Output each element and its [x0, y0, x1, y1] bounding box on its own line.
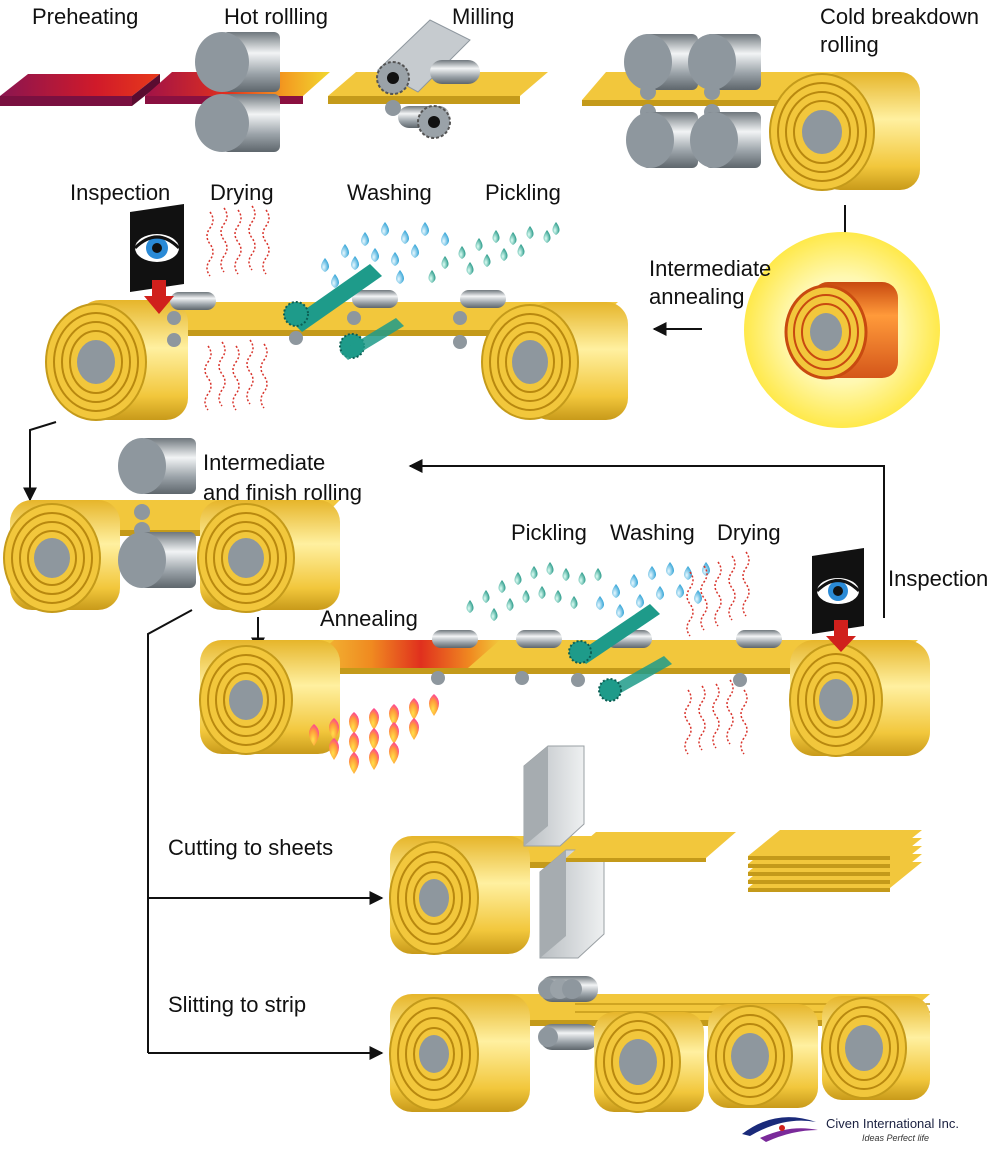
branch-line	[147, 609, 193, 1053]
washing-water-drops-top	[321, 222, 449, 288]
label-intermediate-annealing-line2: annealing	[649, 284, 745, 309]
washing-brush-bottom	[568, 604, 672, 702]
slitting-station	[389, 976, 930, 1113]
label-washing-bottom: Washing	[610, 520, 695, 545]
drying-heat-waves-top	[204, 205, 270, 411]
inspection-eye-icon-bottom	[812, 548, 864, 652]
finish-rolling-station	[3, 438, 340, 613]
company-tagline: Ideas Perfect life	[862, 1133, 930, 1143]
intermediate-annealing-furnace	[744, 232, 940, 428]
milling-station	[328, 19, 548, 139]
arrow-to-finish-rolling	[23, 421, 57, 502]
label-finish-rolling-line2: and finish rolling	[203, 480, 362, 505]
label-inspection-top: Inspection	[70, 180, 171, 205]
label-slitting-to-strip: Slitting to strip	[168, 992, 307, 1017]
pickling-acid-drops-top	[428, 222, 560, 283]
label-milling: Milling	[452, 4, 515, 29]
label-finish-rolling-line1: Intermediate	[203, 450, 326, 475]
milling-cutter-bottom	[417, 105, 451, 139]
hot-rolling-top-roll-end	[195, 32, 249, 92]
label-cold-breakdown-line2: rolling	[820, 32, 879, 57]
label-cutting-to-sheets: Cutting to sheets	[168, 835, 334, 860]
inspection-eye-icon-top	[130, 204, 184, 314]
drying-heat-waves-bottom	[684, 551, 750, 755]
cold-breakdown-rolling-station	[582, 34, 920, 191]
label-washing-top: Washing	[347, 180, 432, 205]
label-pickling-top: Pickling	[485, 180, 561, 205]
label-annealing: Annealing	[320, 606, 418, 631]
preheating-slab	[0, 74, 160, 106]
label-cold-breakdown-line1: Cold breakdown	[820, 4, 979, 29]
milling-cutter-top	[376, 19, 471, 95]
washing-brush-top	[283, 264, 404, 360]
hot-rolling-bottom-roll-end	[195, 94, 249, 152]
sheet-stack	[748, 830, 922, 892]
civen-logo-icon	[742, 1117, 818, 1142]
label-hot-rolling: Hot rollling	[224, 4, 328, 29]
pickling-acid-drops-bottom	[466, 562, 602, 621]
label-intermediate-annealing-line1: Intermediate	[649, 256, 772, 281]
cutting-station	[389, 745, 922, 959]
label-drying-top: Drying	[210, 180, 274, 205]
processing-line-2	[199, 630, 930, 757]
label-pickling-bottom: Pickling	[511, 520, 587, 545]
company-name: Civen International Inc.	[826, 1116, 959, 1131]
arrow-return-to-finish-rolling	[408, 459, 885, 618]
label-drying-bottom: Drying	[717, 520, 781, 545]
hot-rolling-station	[145, 32, 330, 152]
label-inspection-right: Inspection	[888, 566, 989, 591]
label-preheating: Preheating	[32, 4, 139, 29]
processing-line-1	[45, 290, 628, 421]
washing-water-drops-bottom	[596, 562, 710, 618]
annealing-flames	[309, 694, 439, 774]
